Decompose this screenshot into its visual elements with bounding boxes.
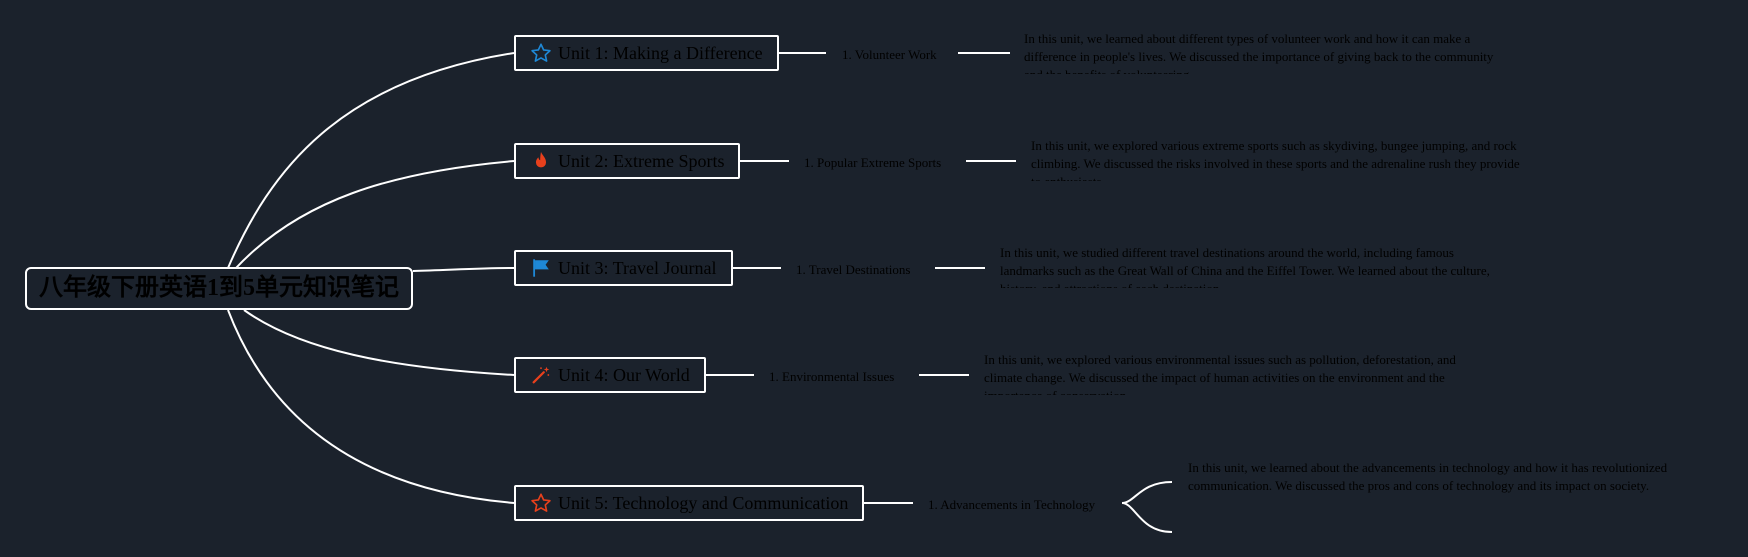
unit-label: Unit 1: Making a Difference [558,42,763,63]
star-outline-icon [530,492,552,514]
note-node-1[interactable]: In this unit, we learned about different… [1024,31,1494,74]
note-node-3[interactable]: In this unit, we studied different trave… [1000,245,1490,288]
topic-node-2[interactable]: 1. Popular Extreme Sports [804,155,942,170]
unit-label: Unit 3: Travel Journal [558,257,717,278]
magic-wand-icon [530,364,552,386]
topic-node-1[interactable]: 1. Volunteer Work [842,47,937,62]
unit-node-4[interactable]: Unit 4: Our World [514,357,706,393]
note-node-2[interactable]: In this unit, we explored various extrem… [1031,138,1520,181]
connector-root-unit5 [227,309,515,504]
unit-node-5[interactable]: Unit 5: Technology and Communication [514,485,865,521]
unit-node-1[interactable]: Unit 1: Making a Difference [514,35,779,71]
fire-icon [530,150,552,172]
unit-label: Unit 5: Technology and Communication [558,492,849,513]
note-node-4[interactable]: In this unit, we explored various enviro… [984,352,1456,395]
flag-icon [530,257,552,279]
unit-label: Unit 4: Our World [558,364,690,385]
root-title[interactable]: 八年级下册英语1到5单元知识笔记 [25,267,413,310]
star-outline-icon [530,42,552,64]
connector-topic5-note [1121,481,1173,533]
unit-node-3[interactable]: Unit 3: Travel Journal [514,250,733,286]
connector-root-unit2 [235,160,515,269]
connector-root-unit4 [243,309,515,376]
note-node-5[interactable]: In this unit, we learned about the advan… [1188,460,1668,493]
connector-root-unit3 [412,267,515,272]
topic-node-5[interactable]: 1. Advancements in Technology [928,497,1096,512]
unit-node-2[interactable]: Unit 2: Extreme Sports [514,143,741,179]
connector-root-unit1 [227,52,515,269]
topic-node-3[interactable]: 1. Travel Destinations [796,262,911,277]
topic-node-4[interactable]: 1. Environmental Issues [769,369,895,384]
unit-label: Unit 2: Extreme Sports [558,150,725,171]
